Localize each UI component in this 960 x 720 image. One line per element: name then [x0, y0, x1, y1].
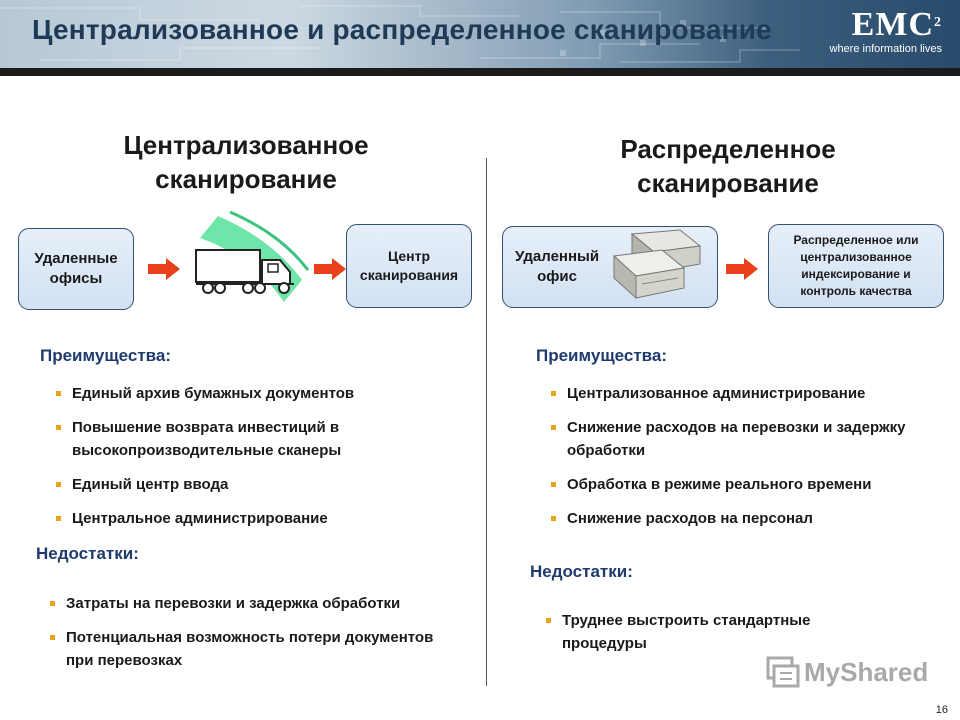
slides-icon	[766, 656, 800, 688]
logo-text: EMC	[851, 6, 934, 43]
arrow-right-icon	[314, 258, 346, 280]
watermark: MyShared	[766, 656, 928, 688]
page-number: 16	[935, 704, 948, 716]
left-disadvantages-heading: Недостатки:	[36, 544, 139, 563]
left-column-title: Централизованное сканирование	[123, 130, 369, 194]
circuit-pattern-icon	[0, 5, 800, 63]
header-banner: Централизованное и распределенное сканир…	[0, 0, 960, 68]
logo-superscript: 2	[934, 15, 942, 30]
list-item: Снижение расходов на перевозки и задержк…	[549, 416, 949, 462]
list-item: Единый центр ввода	[54, 473, 474, 496]
arrow-right-icon	[726, 258, 758, 280]
list-item: Центральное администрирование	[54, 507, 474, 530]
list-item: Снижение расходов на персонал	[549, 507, 949, 530]
indexing-quality-box: Распределенное или централизованное инде…	[768, 224, 944, 308]
list-item: Затраты на перевозки и задержка обработк…	[48, 592, 478, 615]
page-title: Централизованное и распределенное сканир…	[32, 14, 772, 45]
right-advantages-heading: Преимущества:	[536, 346, 668, 365]
watermark-text: MyShared	[804, 656, 929, 687]
arrow-right-icon	[148, 258, 180, 280]
list-item: Централизованное администрирование	[549, 382, 949, 405]
header-underline	[0, 68, 960, 76]
left-advantages-list: Единый архив бумажных документов Повышен…	[54, 382, 474, 530]
right-advantages-list: Централизованное администрирование Сниже…	[549, 382, 949, 530]
emc-logo: EMC2 where information lives	[829, 6, 943, 56]
list-item: Потенциальная возможность потери докумен…	[48, 626, 478, 672]
logo-tagline: where information lives	[829, 43, 943, 55]
left-advantages-heading: Преимущества:	[40, 346, 172, 365]
right-column-title: Распределенное сканирование	[620, 134, 836, 198]
scanner-icon	[612, 229, 702, 300]
truck-icon	[195, 210, 310, 302]
column-divider	[486, 158, 487, 686]
list-item: Обработка в режиме реального времени	[549, 473, 949, 496]
right-disadvantages-heading: Недостатки:	[530, 562, 633, 581]
left-disadvantages-list: Затраты на перевозки и задержка обработк…	[48, 592, 478, 672]
list-item: Единый архив бумажных документов	[54, 382, 474, 405]
